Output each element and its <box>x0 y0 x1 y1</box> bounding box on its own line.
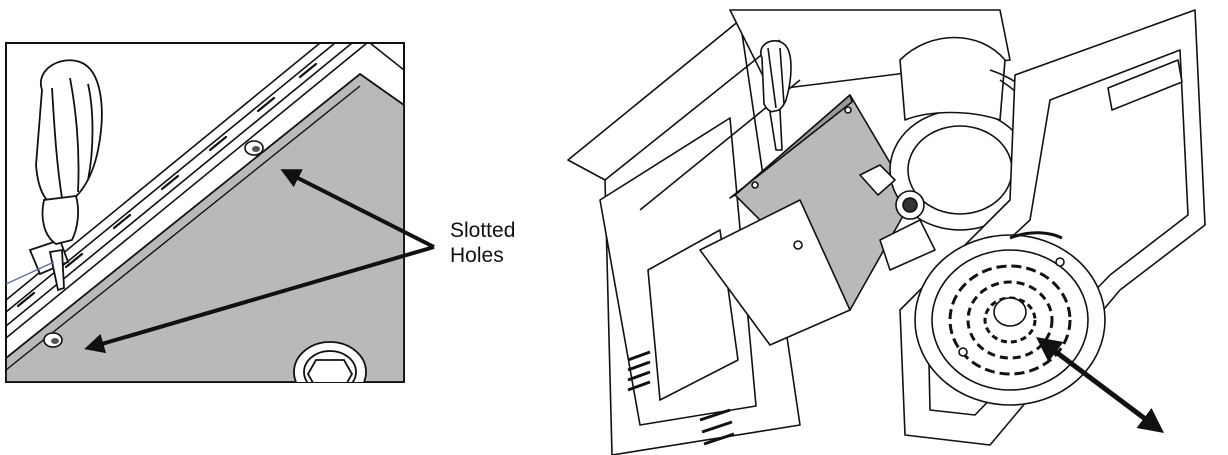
arrow-icon <box>84 245 435 354</box>
lower-tray <box>647 229 739 401</box>
callout-line-1: Slotted <box>450 219 516 242</box>
circular-grille <box>914 234 1106 406</box>
pump-assembly <box>859 36 1031 271</box>
hex-fitting <box>293 341 367 382</box>
screwdriver-icon <box>760 40 792 151</box>
arrow-icon <box>280 169 435 249</box>
vent-grille <box>627 350 735 446</box>
grille-slot <box>1009 231 1063 240</box>
screwdriver-icon <box>28 59 103 292</box>
callout-arrows <box>84 169 435 354</box>
double-headed-arrow-icon <box>1036 337 1164 433</box>
slotted-hole-lower <box>43 332 63 348</box>
panel-edge-top <box>359 73 404 106</box>
slotted-hole-upper <box>244 140 264 156</box>
unit-assembly <box>567 9 1206 455</box>
wire <box>6 261 55 285</box>
rail-slots <box>16 62 318 308</box>
callout-line-2: Holes <box>450 244 504 267</box>
chassis-back <box>729 9 1011 91</box>
lower-plate <box>699 199 851 346</box>
panel-screw <box>844 106 852 114</box>
panel-screw <box>751 181 759 189</box>
cover-panel-edge <box>729 94 853 199</box>
slotted-holes-label: Slotted Holes <box>450 218 515 268</box>
bezel-top-strip <box>1107 59 1183 111</box>
cover-panel <box>6 72 404 382</box>
detail-inset <box>5 42 405 383</box>
panel-edge <box>6 85 361 371</box>
plate-screw <box>793 240 803 250</box>
